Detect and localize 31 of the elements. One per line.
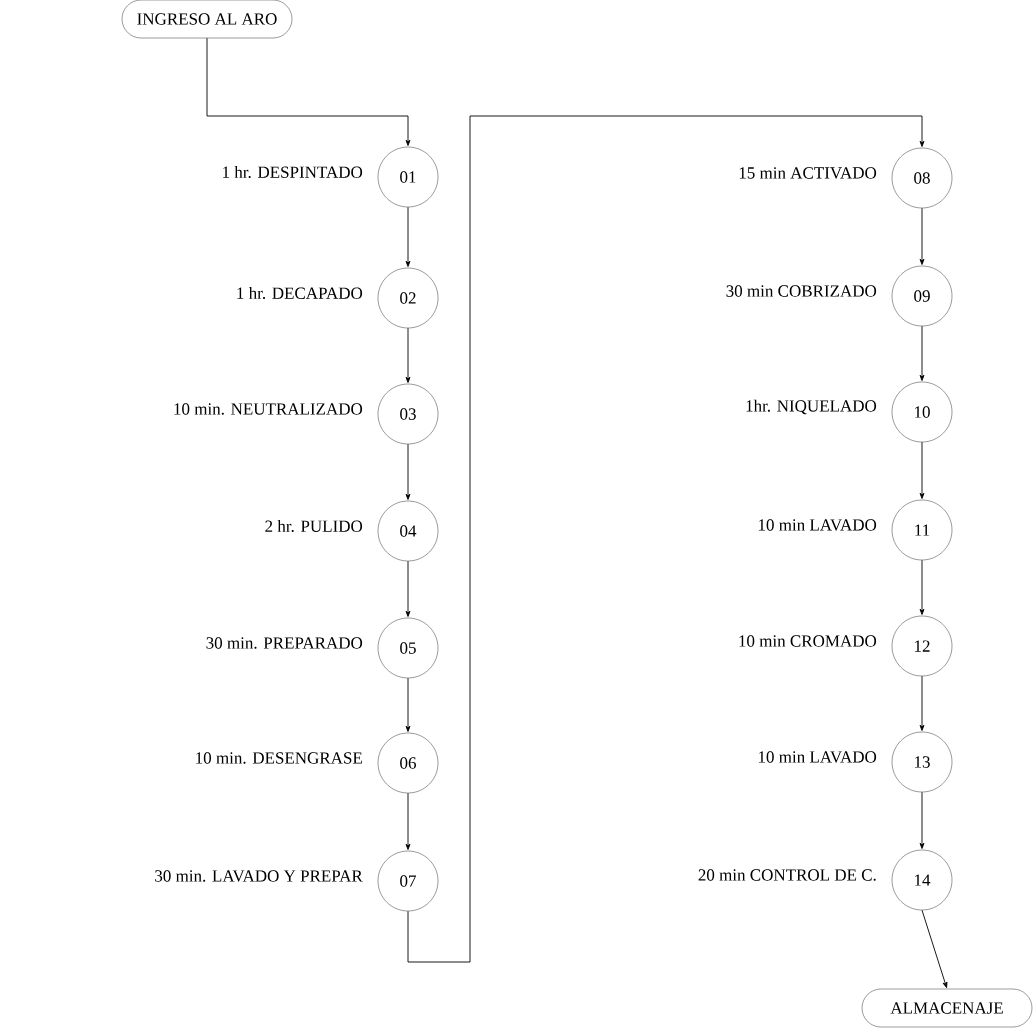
arrow <box>405 677 411 732</box>
arrow <box>919 325 925 381</box>
arrow <box>405 560 411 617</box>
arrow <box>206 37 411 146</box>
step-label: 30 min COBRIZADO <box>726 285 877 297</box>
arrow <box>405 206 411 267</box>
arrow <box>407 115 925 963</box>
arrow <box>919 791 925 849</box>
step-label: 10 min. DESENGRASE <box>196 752 362 764</box>
terminal-box: INGRESO AL ARO <box>121 0 293 39</box>
step-label: 10 min CROMADO <box>739 635 877 647</box>
arrow <box>921 909 948 989</box>
arrow <box>919 559 925 615</box>
arrow <box>919 675 925 731</box>
step-label: 1hr. NIQUELADO <box>746 399 877 415</box>
step-label: 10 min LAVADO <box>758 751 877 763</box>
step-label: 2 hr. PULIDO <box>265 520 363 532</box>
step-label: 20 min CONTROL DE C. <box>698 869 876 881</box>
step-label: 10 min. NEUTRALIZADO <box>174 403 363 415</box>
step-label: 15 min ACTIVADO <box>739 167 877 179</box>
step-label: 1 hr. DESPINTADO <box>223 166 363 178</box>
arrow <box>405 443 411 500</box>
step-label: 10 min LAVADO <box>758 519 877 531</box>
arrow <box>405 792 411 850</box>
arrow <box>405 327 411 383</box>
step-label: 30 min. LAVADO Y PREPAR <box>155 870 363 882</box>
terminal-box: ALMACENAJE <box>861 988 1033 1028</box>
arrow <box>919 441 925 499</box>
arrow <box>919 207 925 265</box>
step-label: 30 min. PREPARADO <box>206 637 363 649</box>
step-label: 1 hr. DECAPADO <box>237 287 363 299</box>
